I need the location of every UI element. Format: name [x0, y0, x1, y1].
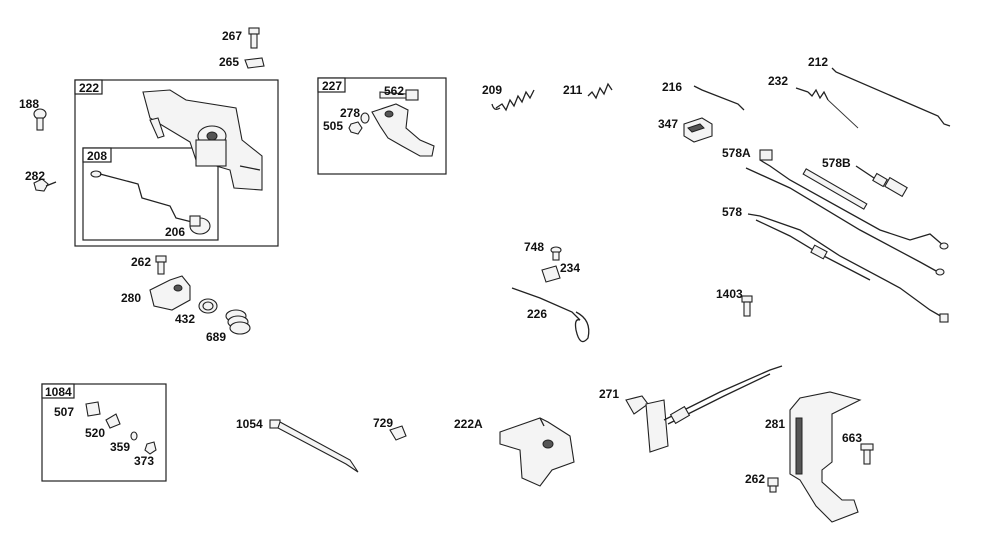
label-578B: 578B: [822, 156, 851, 170]
label-265: 265: [219, 55, 239, 69]
label-373: 373: [134, 454, 154, 468]
washer-278-icon: [360, 112, 370, 124]
control-bracket-222-icon: [142, 89, 263, 191]
label-507: 507: [54, 405, 74, 419]
label-278: 278: [340, 106, 360, 120]
clip-729-icon: [389, 425, 407, 441]
bracket-222A-icon: [499, 417, 575, 487]
link-rod-208-icon: [90, 170, 193, 223]
harness-578A-icon: [745, 149, 949, 276]
label-216: 216: [662, 80, 682, 94]
label-188: 188: [19, 97, 39, 111]
spring-689-icon: [225, 309, 251, 335]
bushing-206-icon: [189, 215, 211, 235]
group-1084: 1084: [41, 383, 167, 482]
label-1403: 1403: [716, 287, 743, 301]
bolt-1403-icon: [741, 295, 753, 317]
bolt-262-icon: [155, 255, 167, 275]
spring-211-icon: [587, 82, 613, 100]
bracket-281-icon: [789, 391, 862, 523]
screw-748-icon: [550, 246, 562, 261]
label-578: 578: [722, 205, 742, 219]
label-222A: 222A: [454, 417, 483, 431]
group-227: 227: [317, 77, 447, 175]
label-267: 267: [222, 29, 242, 43]
rod-216-icon: [693, 85, 745, 111]
label-663: 663: [842, 431, 862, 445]
group-1084-label: 1084: [45, 385, 72, 399]
label-520: 520: [85, 426, 105, 440]
label-206: 206: [165, 225, 185, 239]
label-282: 282: [25, 169, 45, 183]
group-227-label: 227: [322, 79, 342, 93]
label-209: 209: [482, 83, 502, 97]
lever-227-icon: [371, 103, 435, 157]
label-562: 562: [384, 84, 404, 98]
label-232: 232: [768, 74, 788, 88]
screw-188-icon: [33, 108, 47, 131]
bolt-267-icon: [248, 27, 260, 49]
connector-578B-icon: [855, 165, 908, 198]
bolt-663-icon: [860, 443, 874, 465]
bushing-432-icon: [198, 298, 218, 314]
bracket-280-icon: [149, 275, 191, 311]
label-347: 347: [658, 117, 678, 131]
label-212: 212: [808, 55, 828, 69]
label-1054: 1054: [236, 417, 263, 431]
label-281: 281: [765, 417, 785, 431]
spring-209-icon: [491, 89, 535, 112]
rod-212-icon: [831, 67, 951, 127]
label-262-top: 262: [131, 255, 151, 269]
label-211: 211: [563, 83, 583, 97]
part-359-icon: [130, 431, 138, 441]
bolt-262b-icon: [767, 477, 779, 493]
group-208: 208: [82, 147, 219, 241]
label-748: 748: [524, 240, 544, 254]
label-226: 226: [527, 307, 547, 321]
label-578A: 578A: [722, 146, 751, 160]
label-689: 689: [206, 330, 226, 344]
bolt-562-icon: [379, 89, 419, 101]
cable-271-icon: [625, 365, 783, 453]
part-520-icon: [105, 413, 121, 429]
nut-373-icon: [144, 441, 157, 455]
nut-505-icon: [348, 121, 363, 135]
cable-tie-1054-icon: [269, 419, 359, 473]
part-507-icon: [85, 401, 101, 417]
group-222: 222: [74, 79, 279, 247]
switch-347-icon: [683, 117, 713, 143]
label-432: 432: [175, 312, 195, 326]
label-262-bottom: 262: [745, 472, 765, 486]
harness-578-icon: [747, 213, 949, 323]
label-729: 729: [373, 416, 393, 430]
group-222-label: 222: [79, 81, 99, 95]
label-505: 505: [323, 119, 343, 133]
label-234: 234: [560, 261, 580, 275]
label-280: 280: [121, 291, 141, 305]
clip-234-icon: [541, 265, 561, 283]
screw-282-icon: [33, 178, 57, 192]
group-208-label: 208: [87, 149, 107, 163]
spring-232-icon: [795, 87, 859, 129]
label-271: 271: [599, 387, 619, 401]
label-359: 359: [110, 440, 130, 454]
rod-226-icon: [511, 287, 590, 343]
clip-265-icon: [244, 57, 265, 69]
